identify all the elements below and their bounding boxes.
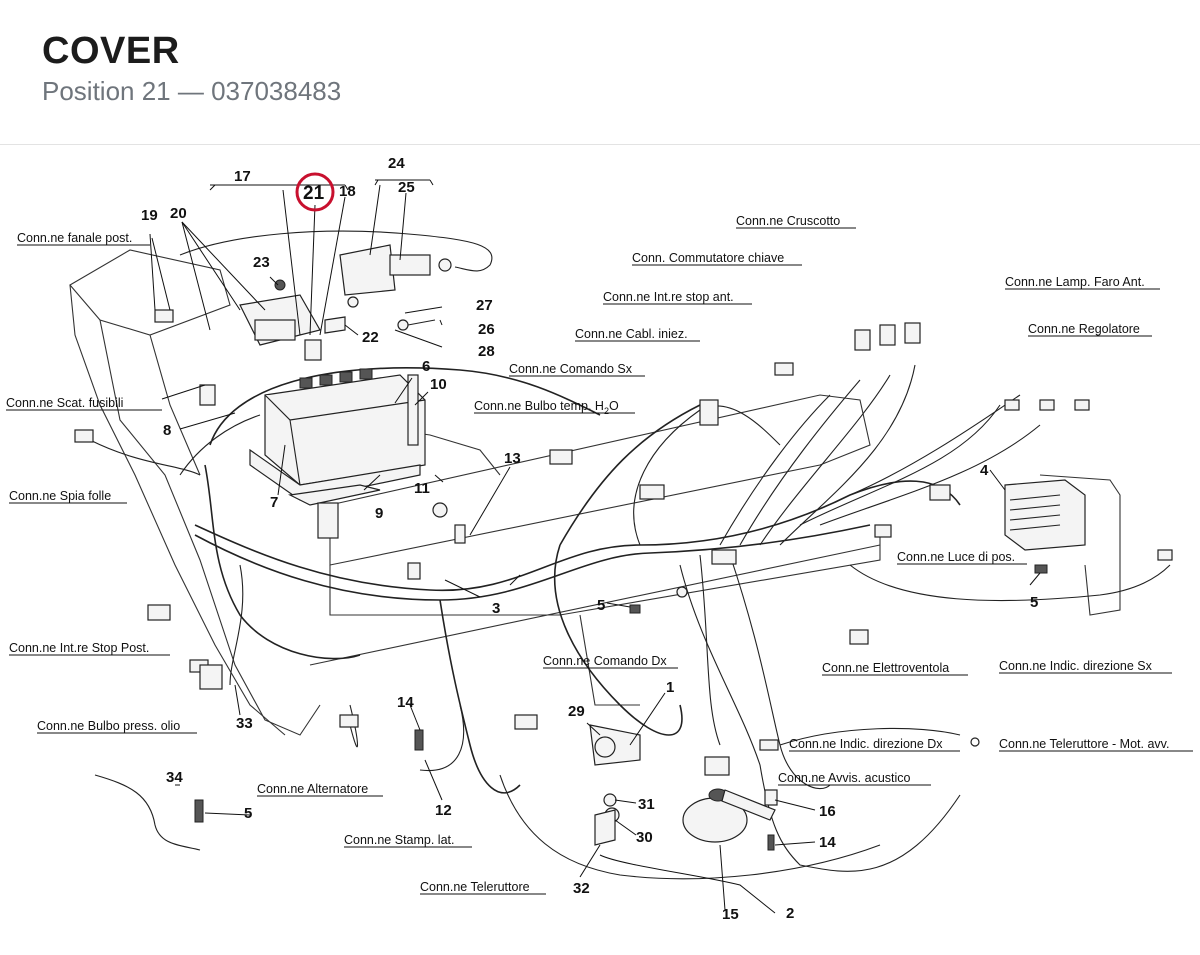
page-subtitle: Position 21 — 037038483 [42,76,342,106]
connector-label: Conn.ne Comando Sx [509,362,633,376]
connector-label: Conn.ne Cruscotto [736,214,840,228]
part-number: 26 [478,321,495,338]
part-number: 10 [430,376,447,393]
bolts [194,564,1048,823]
connector-label: Conn.ne Teleruttore - Mot. avv. [999,737,1169,751]
part-number: 16 [819,803,836,820]
part-number: 23 [253,254,270,271]
chassis-frame [69,249,1121,736]
part-number: 6 [422,358,430,375]
part-number: 4 [980,462,989,479]
part-number: 5 [1030,594,1038,611]
header-divider [0,144,1200,145]
connector-label: Conn.ne Scat. fusibili [6,396,123,410]
part-number: 33 [236,715,253,732]
part-number: 14 [819,834,836,851]
connector-label: Conn.ne fanale post. [17,231,132,245]
connectors [74,309,1173,776]
part-number: 9 [375,505,383,522]
part-number: 15 [722,906,739,923]
battery-tray [249,448,421,506]
connector-labels: Conn.ne fanale post. Conn.ne Scat. fusib… [6,214,1193,895]
highlight-circle [295,172,335,212]
connector-label: Conn.ne Bulbo press. olio [37,719,180,733]
horn [682,788,778,851]
connector-label: Conn.ne Indic. direzione Sx [999,659,1153,673]
part-number: 27 [476,297,493,314]
part-number: 5 [597,597,605,614]
connector-label: Conn. Commutatore chiave [632,251,784,265]
part-number: 20 [170,205,187,222]
part-number: 1 [666,679,674,696]
battery [264,368,426,486]
starter-relay [589,724,641,846]
part-number: 3 [492,600,500,617]
leader-lines [149,179,1041,914]
part-number: 25 [398,179,415,196]
connector-label: Conn.ne Int.re stop ant. [603,290,734,304]
regulator [1004,479,1086,551]
highlighted-part-number: 21 [303,183,325,204]
connector-label: Conn.ne Cabl. iniez. [575,327,688,341]
part-number: 13 [504,450,521,467]
connector-label: Conn.ne Stamp. lat. [344,833,454,847]
part-number: 12 [435,802,452,819]
part-number: 34 [166,769,183,786]
part-number: 8 [163,422,171,439]
connector-label: Conn.ne Indic. direzione Dx [789,737,943,751]
part-number: 28 [478,343,495,360]
part-number: 22 [362,329,379,346]
part-number: 19 [141,207,158,224]
connector-label: Conn.ne Avvis. acustico [778,771,911,785]
page-header: COVER Position 21 — 037038483 [0,0,1200,144]
battery-cover-bracket [239,294,321,346]
connector-label: Conn.ne Comando Dx [543,654,667,668]
connector-label: Conn.ne Spia folle [9,489,111,503]
part-number: 31 [638,796,655,813]
connector-label: Conn.ne Int.re Stop Post. [9,641,149,655]
part-number: 24 [388,155,405,172]
page-title: COVER [42,30,180,72]
terminal-ring [970,737,980,747]
connector-label: Conn.ne Bulbo temp. H2O [474,399,619,416]
exploded-wiring-diagram: 1 2 3 4 5 5 5 6 7 8 9 10 11 12 13 14 14 … [6,155,1193,923]
connector-label: Conn.ne Teleruttore [420,880,530,894]
part-number: 18 [339,183,356,200]
part-number: 2 [786,905,794,922]
connector-label: Conn.ne Elettroventola [822,661,949,675]
part-number-labels: 1 2 3 4 5 5 5 6 7 8 9 10 11 12 13 14 14 … [141,155,1038,923]
connector-label: Conn.ne Luce di pos. [897,550,1015,564]
part-number: 32 [573,880,590,897]
ground-cable-34 [94,774,201,851]
fuse-box [339,244,452,296]
small-parts [199,279,466,580]
part-number: 7 [270,494,278,511]
part-number: 5 [244,805,252,822]
main-harness [89,230,1171,880]
part-number: 11 [414,480,430,497]
part-number: 29 [568,703,585,720]
connector-label: Conn.ne Alternatore [257,782,368,796]
part-number: 30 [636,829,653,846]
part-number: 17 [234,168,251,185]
part-number: 14 [397,694,414,711]
connector-label: Conn.ne Lamp. Faro Ant. [1005,275,1145,289]
connector-label: Conn.ne Regolatore [1028,322,1140,336]
